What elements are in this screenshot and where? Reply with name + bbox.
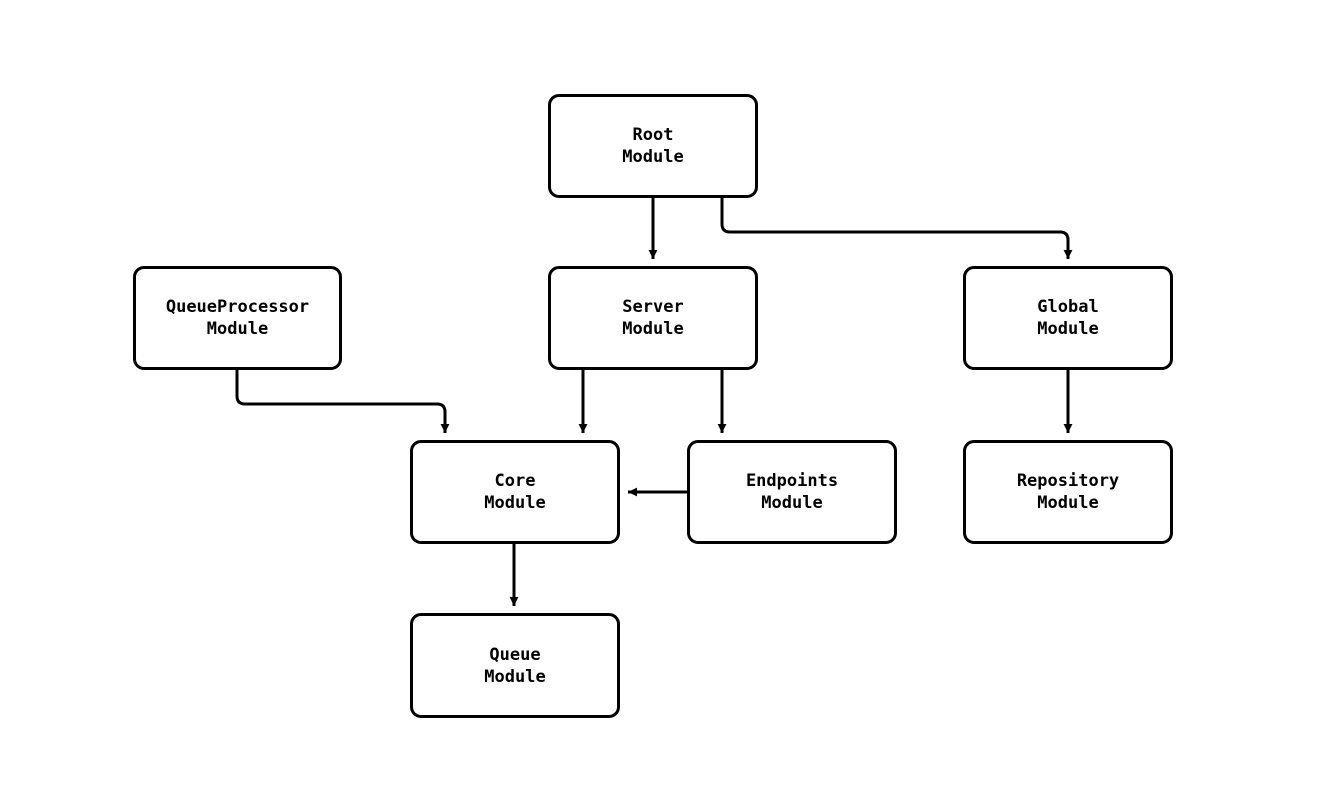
queue-module-label-line1: Queue <box>489 644 541 665</box>
endpoints-module-node[interactable]: Endpoints Module <box>687 440 897 544</box>
global-module-label-line2: Module <box>1037 319 1099 339</box>
root-module-label-line1: Root <box>632 125 674 145</box>
queueprocessor-module-label-line1: QueueProcessor <box>165 297 310 317</box>
queueprocessor-module-label-line2: Module <box>206 319 269 339</box>
edge-queueprocessor-to-core <box>235 370 450 434</box>
global-module-node[interactable]: Global Module <box>963 266 1173 370</box>
global-module-label-line1: Global <box>1037 297 1099 317</box>
edge-root-to-global <box>720 198 1073 260</box>
queue-module-label-line2: Module <box>484 666 546 687</box>
core-module-label-line1: Core <box>494 471 536 491</box>
core-module-label-line2: Module <box>484 493 546 513</box>
root-module-label-line2: Module <box>622 147 684 167</box>
core-module-node[interactable]: Core Module <box>410 440 620 544</box>
server-module-label-line1: Server <box>622 297 684 317</box>
queue-module-node[interactable]: Queue Module <box>410 613 620 718</box>
root-module-node[interactable]: Root Module <box>548 94 758 198</box>
server-module-label-line2: Module <box>622 319 684 339</box>
endpoints-module-label-line2: Module <box>761 493 823 513</box>
repository-module-label-line1: Repository <box>1016 471 1120 491</box>
endpoints-module-label-line1: Endpoints <box>745 471 839 491</box>
repository-module-label-line2: Module <box>1037 493 1099 513</box>
server-module-node[interactable]: Server Module <box>548 266 758 370</box>
repository-module-node[interactable]: Repository Module <box>963 440 1173 544</box>
queueprocessor-module-node[interactable]: QueueProcessor Module <box>133 266 342 370</box>
